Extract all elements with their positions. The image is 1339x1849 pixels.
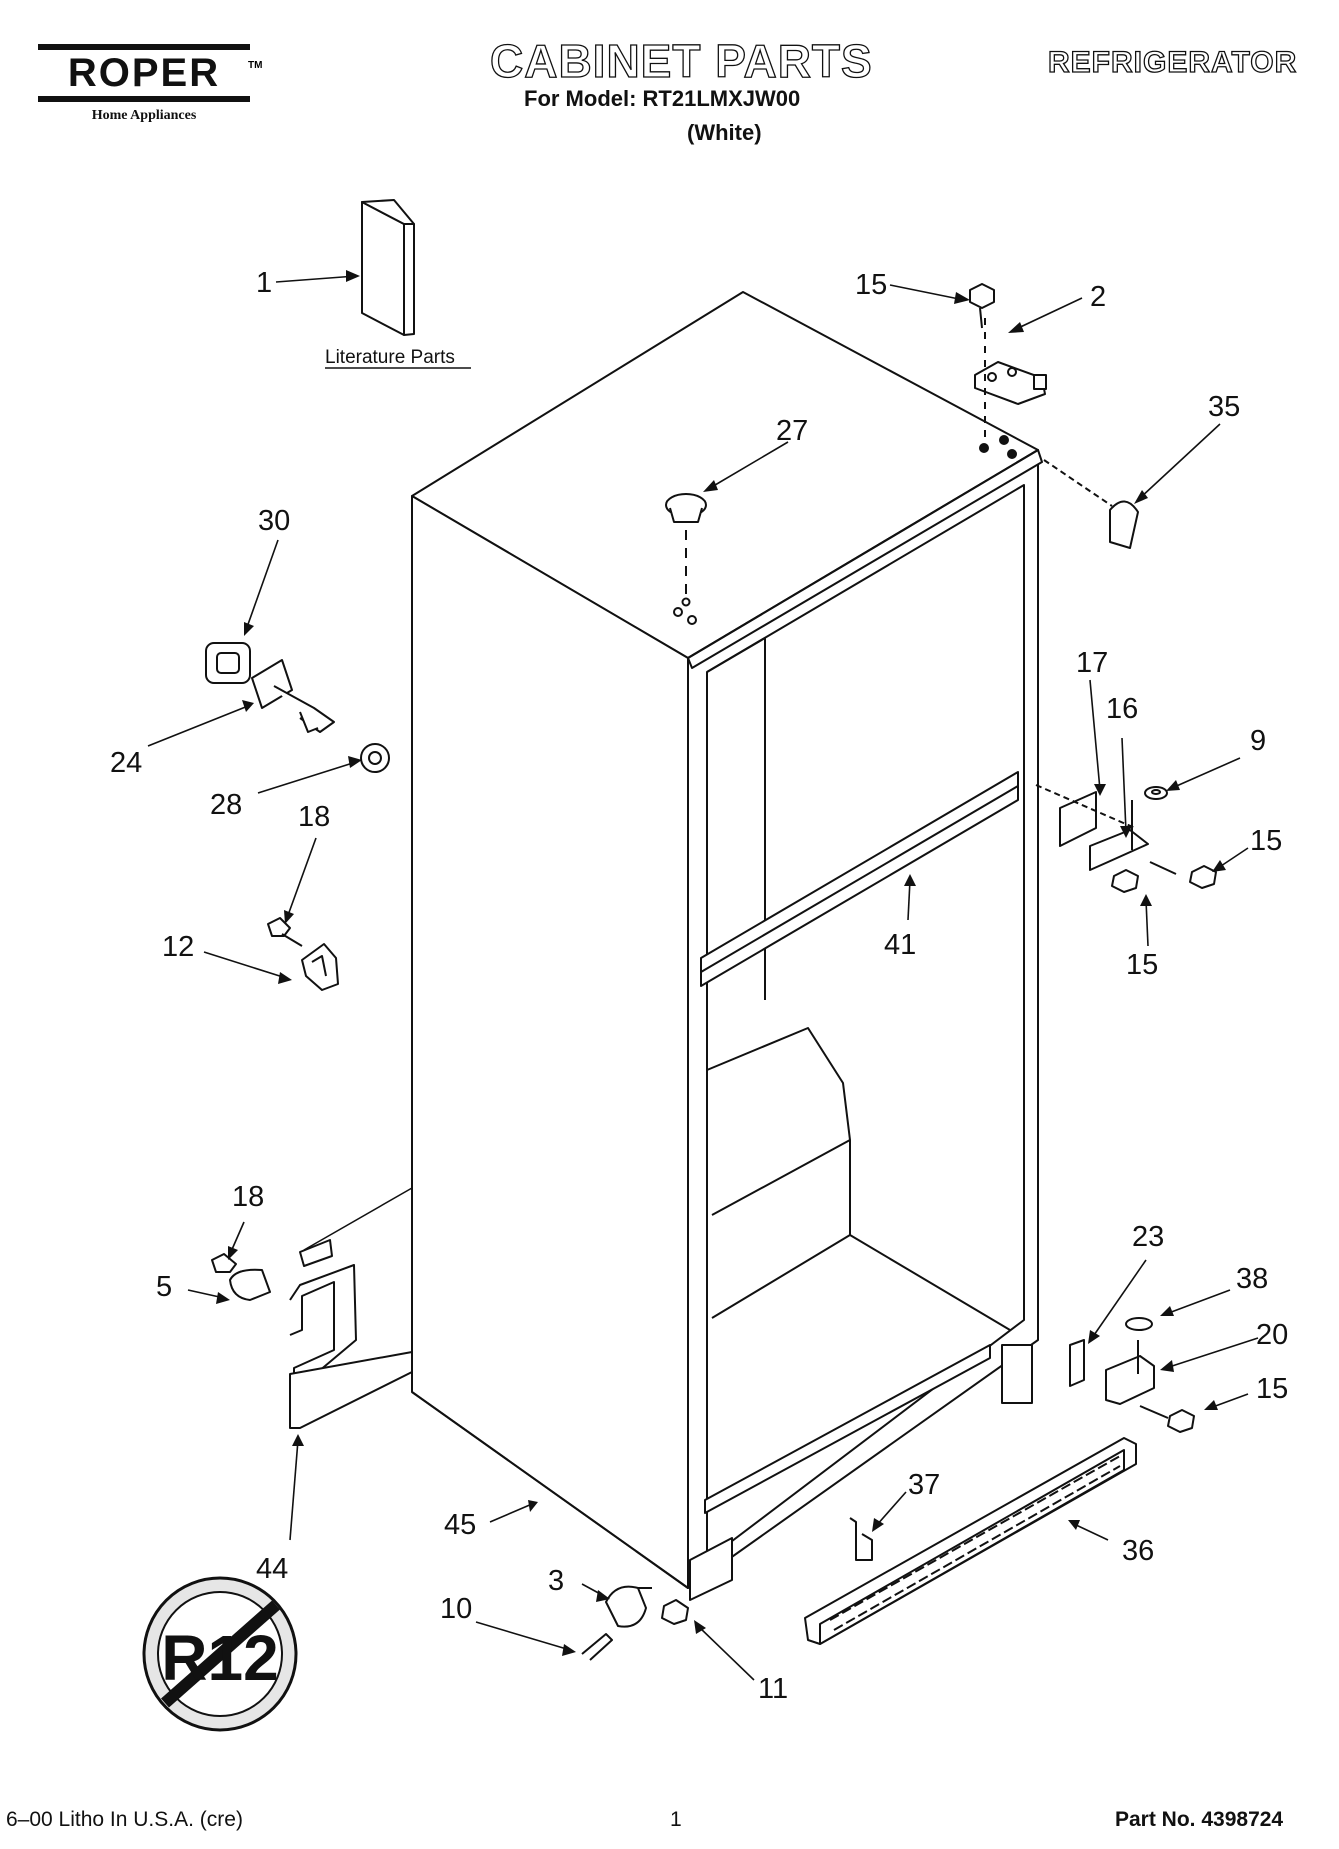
hinge-screw-drawing [969,283,995,329]
lower-left-hinge-drawing [211,1239,333,1301]
no-r12-symbol [142,1576,298,1732]
grommet-drawing [205,642,251,684]
callout-label: 15 [1256,1373,1288,1405]
no-r12-label: R12 [161,1622,278,1694]
callout-label: 35 [1208,391,1240,423]
callout-label: 15 [855,269,887,301]
callout-label: 2 [1090,281,1106,313]
brand-bar-top [38,44,250,50]
center-hinge-drawing [1035,784,1217,893]
literature-booklet-drawing [361,199,415,336]
page-title: CABINET PARTS [489,34,873,87]
callout-label: 27 [776,415,808,447]
callout-label: 23 [1132,1221,1164,1253]
brand-tagline: Home Appliances [91,108,197,123]
brand-logo: ROPER TM Home Appliances [38,44,262,124]
leveling-leg-drawing [581,1585,689,1661]
callout-label: 41 [884,929,916,961]
callout-label: 30 [258,505,290,537]
part-number: Part No. 4398724 [1115,1808,1284,1831]
appliance-category: REFRIGERATOR [1047,45,1298,79]
lower-right-hinge-drawing [1069,1317,1195,1433]
callout-label: 9 [1250,725,1266,757]
callout-label: 24 [110,747,142,779]
callout-label: 3 [548,1565,564,1597]
callout-label: 10 [440,1593,472,1625]
literature-parts-label: Literature Parts [325,347,455,368]
cabinet-drawing [411,291,1043,1601]
callout-label: 15 [1250,825,1282,857]
rear-bracket-drawing [289,1187,413,1429]
page-number: 1 [670,1808,682,1831]
model-color: (White) [687,120,762,145]
cap-dash-line [1043,459,1113,507]
brand-name: ROPER [67,51,221,95]
callout-label: 1 [256,267,272,299]
brand-bar-bottom [38,96,250,102]
leader-lines [147,270,1259,1681]
callout-label: 15 [1126,949,1158,981]
callout-label: 16 [1106,693,1138,725]
callout-label: 20 [1256,1319,1288,1351]
callout-label: 44 [256,1553,288,1585]
callout-label: 18 [298,801,330,833]
callout-label: 36 [1122,1535,1154,1567]
callout-label: 37 [908,1469,940,1501]
callout-label: 5 [156,1271,172,1303]
print-info: 6–00 Litho In U.S.A. (cre) [6,1808,243,1831]
model-number: For Model: RT21LMXJW00 [524,86,801,111]
hinge-cap-drawing [1109,500,1139,549]
grille-clip-drawing [849,1517,873,1561]
callout-label: 17 [1076,647,1108,679]
callout-label: 11 [758,1673,788,1705]
top-plug-drawing [665,493,707,523]
callout-label: 12 [162,931,194,963]
washer-drawing [360,743,390,773]
callout-label: 38 [1236,1263,1268,1295]
callout-label: 28 [210,789,242,821]
door-stop-bracket-drawing [267,917,339,991]
callout-label: 45 [444,1509,476,1541]
callout-labels: 1 15 2 35 27 30 24 28 18 12 17 16 9 15 1… [110,267,1288,1705]
handle-stud-drawing [251,659,335,733]
top-hinge-drawing [974,361,1047,405]
trademark-mark: TM [248,60,263,71]
callout-label: 18 [232,1181,264,1213]
toe-grille-drawing [804,1437,1137,1645]
